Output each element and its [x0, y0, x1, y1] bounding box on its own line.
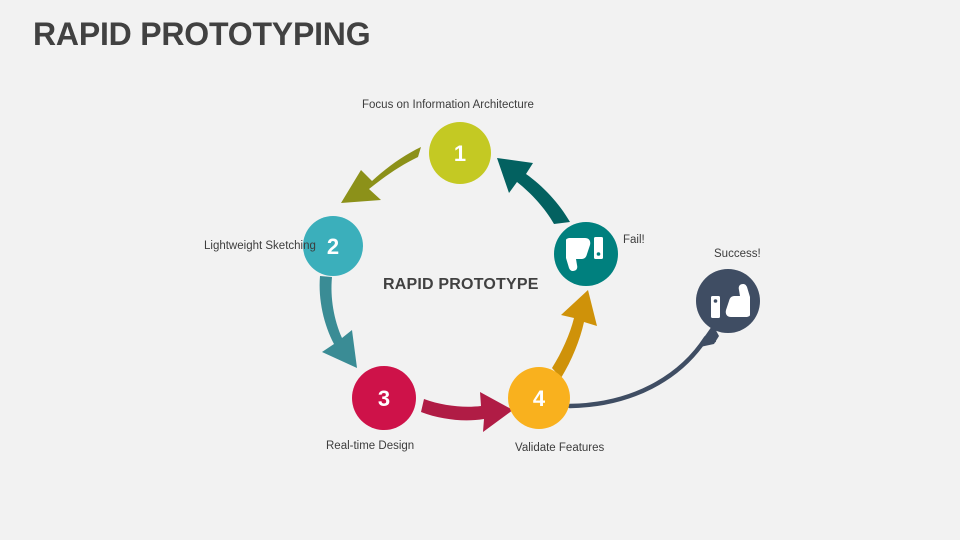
step-caption-2: Lightweight Sketching: [204, 240, 316, 252]
outcome-node-success[interactable]: [696, 269, 760, 333]
step-node-2-number: 2: [327, 234, 339, 259]
step-node-3[interactable]: 3: [352, 366, 416, 430]
step-caption-3: Real-time Design: [326, 440, 415, 452]
step-node-4-number: 4: [533, 386, 546, 411]
step-node-2[interactable]: 2: [303, 216, 363, 276]
diagram-center-label: RAPID PROTOTYPE: [383, 276, 539, 293]
outcome-caption-success: Success!: [714, 248, 761, 260]
step-node-1[interactable]: 1: [429, 122, 491, 184]
thumbs-down-icon: [566, 237, 603, 271]
step-node-3-number: 3: [378, 386, 390, 411]
arrow-4-to-success: [567, 325, 719, 409]
outcome-caption-fail: Fail!: [623, 234, 645, 246]
step-caption-1: Focus on Information Architecture: [362, 99, 534, 111]
thumbs-up-icon: [711, 284, 750, 318]
outcome-node-fail[interactable]: [554, 222, 618, 286]
step-caption-4: Validate Features: [515, 442, 605, 454]
step-node-1-number: 1: [454, 141, 466, 166]
arrow-1-to-2: [341, 147, 421, 203]
arrow-fail-to-1: [497, 158, 570, 224]
arrow-2-to-3: [319, 276, 357, 368]
step-node-4[interactable]: 4: [508, 367, 570, 429]
arrow-4-to-fail: [552, 290, 597, 378]
page-title: RAPID PROTOTYPING: [33, 16, 371, 52]
arrow-3-to-4: [421, 392, 513, 432]
